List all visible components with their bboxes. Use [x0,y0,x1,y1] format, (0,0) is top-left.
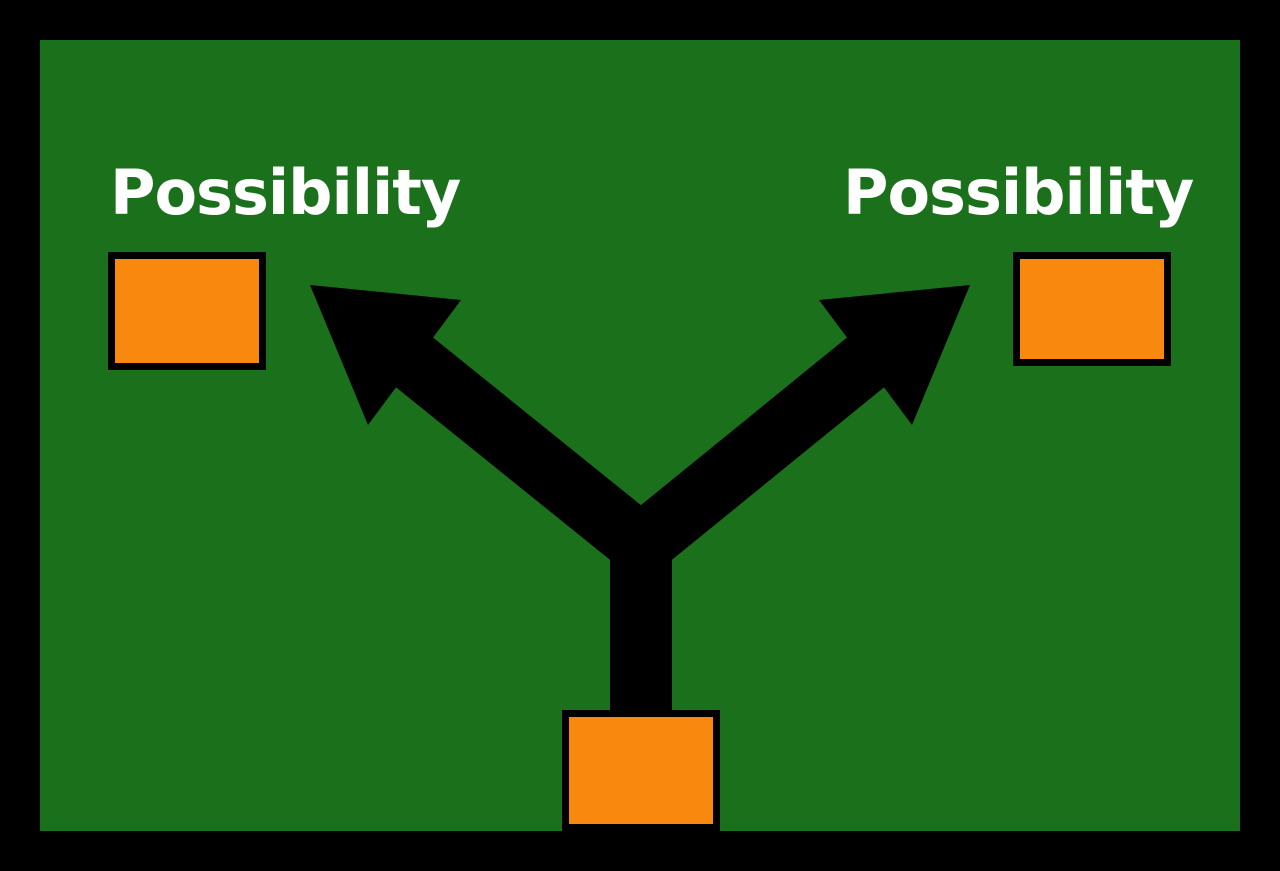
possibility-node-right [1013,252,1171,366]
possibility-label-right: Possibility [843,156,1194,229]
possibility-label-left: Possibility [110,156,461,229]
possibility-node-left [108,252,266,370]
origin-node [562,710,720,831]
